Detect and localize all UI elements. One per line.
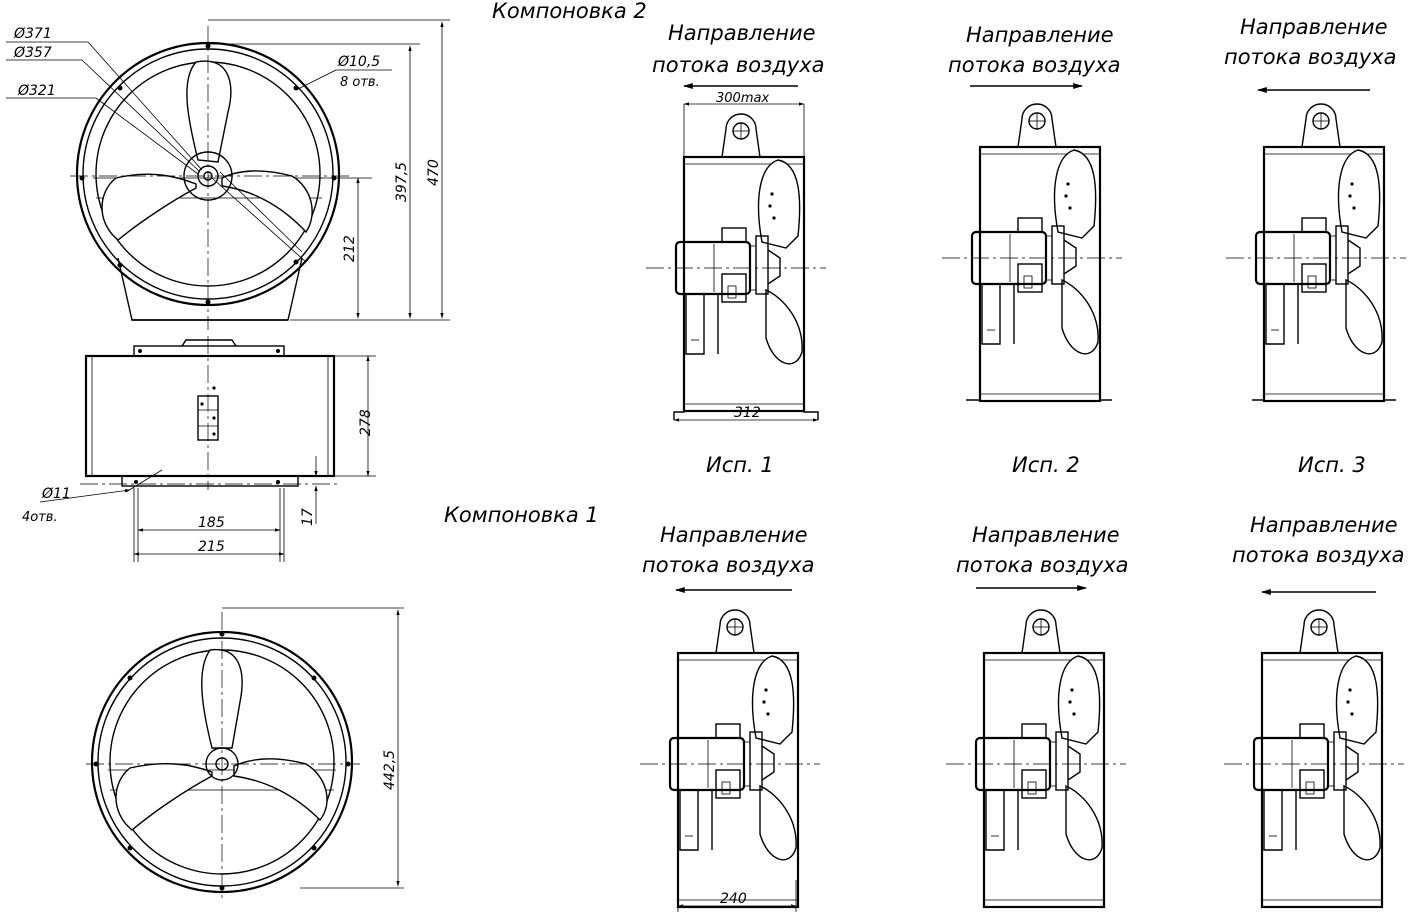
side-unit-variant-1-top (644, 102, 828, 422)
airflow-label-4-line2: потока воздуха (642, 553, 815, 577)
side-view-housing (39, 336, 376, 562)
airflow-label-6-line1: Направление (1250, 513, 1398, 537)
side-unit-variant-3-top (1224, 102, 1408, 403)
dim-d11: Ø11 (41, 486, 71, 502)
holes-8: 8 отв. (340, 75, 380, 90)
airflow-label-2-line2: потока воздуха (948, 53, 1121, 77)
airflow-label-3-line2: потока воздуха (1224, 45, 1397, 69)
variant-3-label: Исп. 3 (1298, 453, 1366, 477)
dim-240: 240 (720, 891, 747, 907)
front-view-bottom (86, 607, 404, 898)
dim-215: 215 (198, 539, 225, 555)
airflow-label-2-line1: Направление (966, 23, 1114, 47)
airflow-label-6-line2: потока воздуха (1232, 543, 1405, 567)
dim-d321: Ø321 (17, 83, 56, 99)
airflow-label-5-line1: Направление (972, 523, 1120, 547)
layout-1-label: Компоновка 1 (444, 503, 599, 527)
dim-d371: Ø371 (13, 26, 52, 42)
airflow-label-1-line2: потока воздуха (652, 53, 825, 77)
dim-300max: 300max (716, 91, 769, 106)
side-unit-variant-1-bottom (638, 608, 822, 912)
dim-470: 470 (426, 159, 442, 186)
dim-17: 17 (300, 508, 316, 526)
side-unit-variant-3-bottom (1222, 608, 1406, 909)
dim-d10-5: Ø10,5 (337, 54, 380, 70)
side-unit-variant-2-bottom (944, 608, 1128, 909)
airflow-label-5-line2: потока воздуха (956, 553, 1129, 577)
airflow-label-4-line1: Направление (660, 523, 808, 547)
dim-397-5: 397,5 (394, 162, 410, 202)
dim-212: 212 (342, 235, 358, 262)
airflow-label-3-line1: Направление (1240, 15, 1388, 39)
variant-2-label: Исп. 2 (1012, 453, 1080, 477)
dim-278: 278 (358, 409, 374, 436)
holes-4: 4отв. (22, 510, 58, 525)
airflow-label-1-line1: Направление (668, 21, 816, 45)
dim-312: 312 (734, 405, 761, 421)
dim-d357: Ø357 (13, 45, 52, 61)
front-view-top (6, 19, 450, 330)
variant-1-label: Исп. 1 (706, 453, 774, 477)
dim-185: 185 (198, 515, 225, 531)
layout-2-label: Компоновка 2 (492, 0, 647, 23)
dim-442-5: 442,5 (382, 750, 398, 790)
side-unit-variant-2-top (940, 102, 1124, 403)
